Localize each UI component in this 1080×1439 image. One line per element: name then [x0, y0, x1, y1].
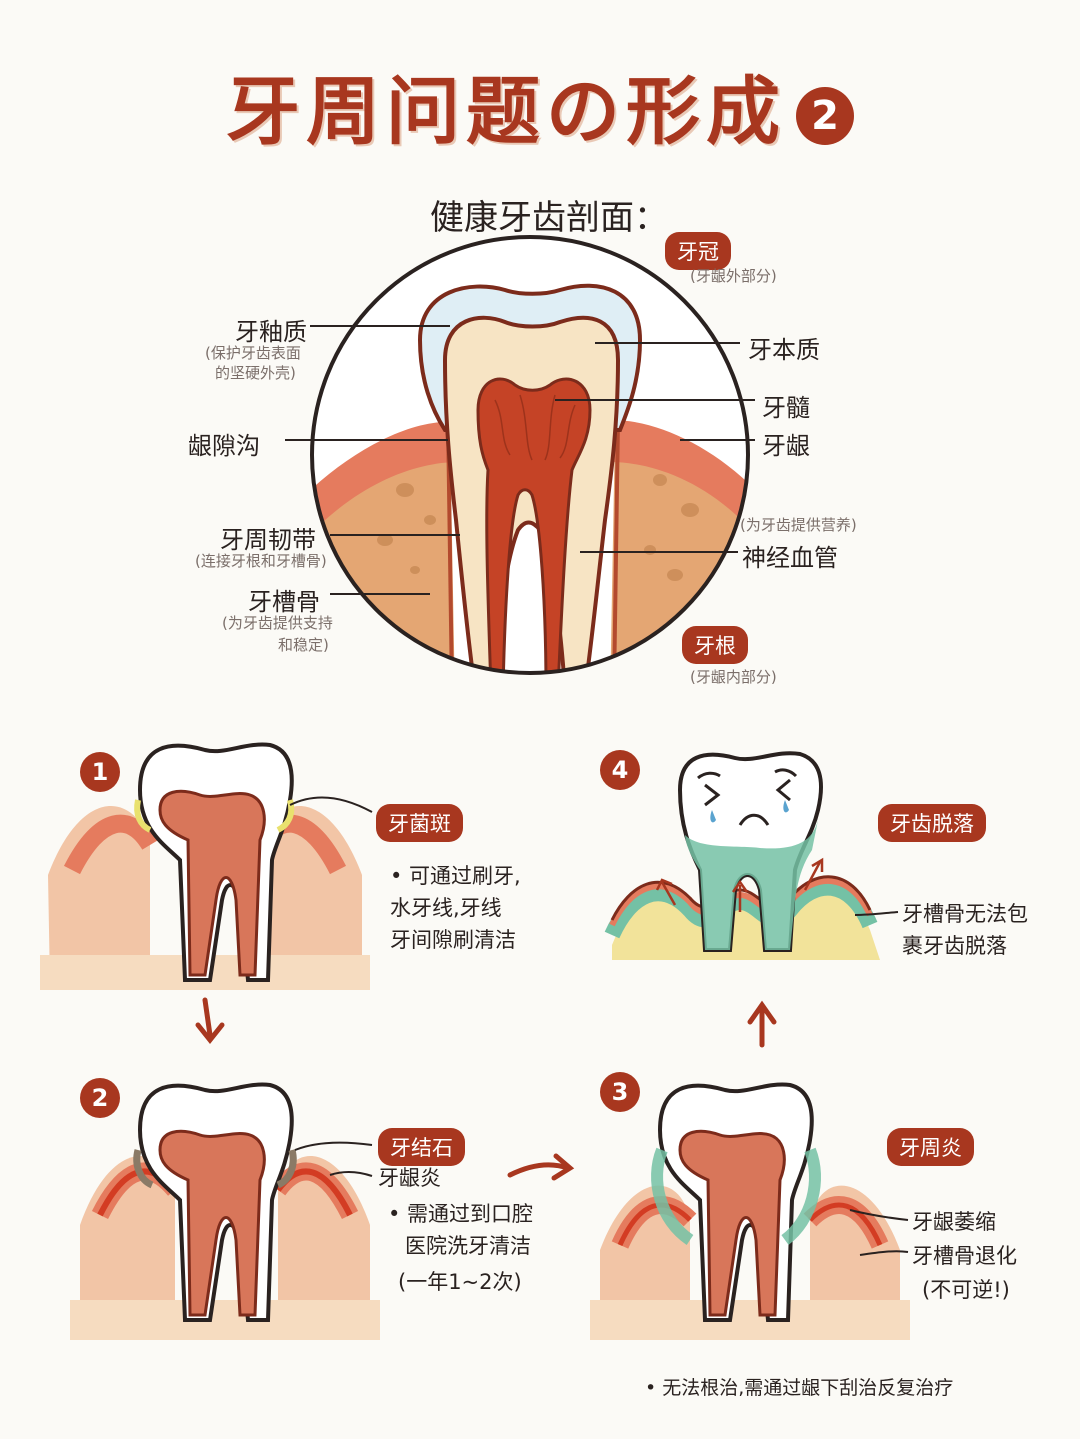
- healthy-tooth-cross-section: [310, 235, 750, 675]
- step-1-desc-2: 水牙线,牙线: [390, 896, 502, 920]
- alveolar-bone: [312, 430, 748, 673]
- nutrition-note: (为牙齿提供营养): [740, 516, 857, 534]
- step-4-number: 4: [600, 750, 640, 790]
- tooth-loss-tag: 牙齿脱落: [878, 804, 986, 842]
- title-text: 牙周问题の形成: [226, 69, 786, 155]
- step-4-illustration: [604, 751, 899, 960]
- step-1-desc-3: 牙间隙刷清洁: [390, 928, 516, 952]
- bone-loss-label: 牙槽骨退化: [912, 1244, 1017, 1268]
- step-2-desc-2: 医院洗牙清洁: [405, 1234, 531, 1258]
- step-2-illustration: [70, 1082, 380, 1340]
- pulp-chamber: [476, 377, 592, 673]
- step-3-number: 3: [600, 1072, 640, 1112]
- step-2-desc-3: (一年1~2次): [398, 1270, 522, 1294]
- arrow-up-icon: [747, 1000, 777, 1048]
- periodontitis-tag: 牙周炎: [887, 1128, 974, 1166]
- step-2-number: 2: [80, 1078, 120, 1118]
- bone-label: 牙槽骨: [248, 588, 320, 616]
- gum-tissue: [312, 421, 458, 540]
- gum-label: 牙龈: [762, 432, 810, 460]
- leader-lines: [285, 325, 755, 595]
- ligament-note: (连接牙根和牙槽骨): [195, 552, 327, 570]
- pulp-label: 牙髓: [762, 394, 810, 422]
- arrow-right-icon: [507, 1153, 575, 1181]
- irreversible-note: (不可逆!): [922, 1278, 1010, 1302]
- step-4-desc-2: 裹牙齿脱落: [902, 934, 1007, 958]
- plaque-tag: 牙菌斑: [376, 804, 463, 842]
- gingivitis-label: 牙龈炎: [378, 1166, 441, 1190]
- bone-note-2: 和稳定): [278, 636, 329, 654]
- tartar-tag: 牙结石: [378, 1128, 465, 1166]
- sulcus-label: 龈隙沟: [188, 432, 260, 460]
- enamel-label: 牙釉质: [235, 318, 307, 346]
- crown-tag: 牙冠: [665, 232, 731, 270]
- healthy-heading: 健康牙齿剖面：: [430, 198, 668, 238]
- step-2-desc-1: • 需通过到口腔: [388, 1202, 534, 1226]
- dentin-label: 牙本质: [748, 336, 820, 364]
- step-3-illustration: [590, 1082, 910, 1340]
- step-1-desc-1: • 可通过刷牙,: [390, 864, 521, 888]
- step-3-desc: • 无法根治,需通过龈下刮治反复治疗: [645, 1377, 954, 1399]
- title-badge: 2: [796, 87, 854, 146]
- crown-note: (牙龈外部分): [690, 267, 777, 285]
- bone-note-1: (为牙齿提供支持: [222, 614, 333, 632]
- root-tag: 牙根: [682, 626, 748, 664]
- gum-recession-label: 牙龈萎缩: [912, 1210, 996, 1234]
- step-1-illustration: [40, 742, 373, 990]
- step-1-number: 1: [80, 752, 120, 792]
- sad-face: [697, 768, 798, 826]
- nerve-label: 神经血管: [742, 544, 838, 572]
- arrow-down-icon: [195, 997, 225, 1045]
- ligament-label: 牙周韧带: [220, 526, 316, 554]
- enamel-note-1: (保护牙齿表面: [205, 344, 301, 362]
- root-note: (牙龈内部分): [690, 668, 777, 686]
- enamel-note-2: 的坚硬外壳): [215, 364, 296, 382]
- step-4-desc-1: 牙槽骨无法包: [902, 902, 1028, 926]
